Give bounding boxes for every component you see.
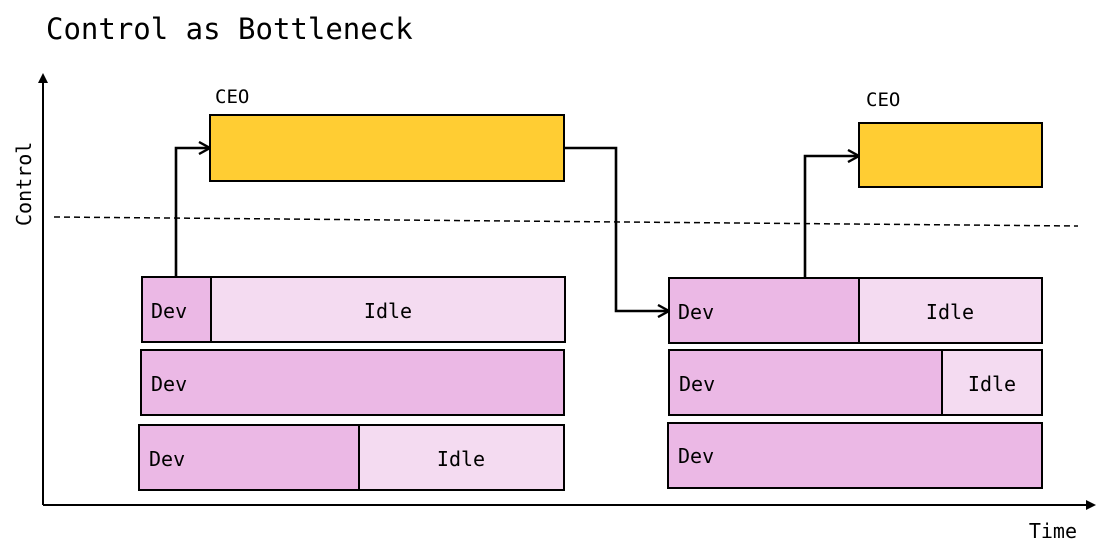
y-axis-arrow-icon <box>38 73 48 83</box>
phase-2: CEO Dev Idle Dev Idle Dev <box>667 89 1043 489</box>
dev-segment <box>140 349 565 416</box>
phase-1: CEO Dev Idle Dev Dev Idle <box>138 86 566 491</box>
arrow-dev-to-ceo-2 <box>803 156 859 277</box>
idle-segment <box>358 424 565 491</box>
diagram-title: Control as Bottleneck <box>46 12 413 46</box>
x-axis-label: Time <box>1029 519 1077 543</box>
team-row: Dev <box>140 349 565 416</box>
ceo-label: CEO <box>215 86 249 108</box>
idle-segment <box>941 349 1043 416</box>
dev-label: Dev <box>151 372 187 396</box>
dev-label: Dev <box>679 372 715 396</box>
team-row: Dev Idle <box>668 277 1043 344</box>
idle-segment <box>858 277 1043 344</box>
idle-segment <box>210 276 566 343</box>
dev-label: Dev <box>149 447 185 471</box>
team-row: Dev <box>667 422 1043 489</box>
dev-segment <box>667 422 1043 489</box>
idle-label: Idle <box>437 447 485 471</box>
x-axis-arrow-icon <box>1086 500 1096 510</box>
dev-segment <box>668 349 943 416</box>
y-axis-label: Control <box>12 142 36 226</box>
team-row: Dev Idle <box>138 424 565 491</box>
threshold-dashed-line <box>53 216 1079 227</box>
idle-label: Idle <box>926 300 974 324</box>
dev-label: Dev <box>678 444 714 468</box>
idle-label: Idle <box>364 299 412 323</box>
dev-label: Dev <box>151 299 187 323</box>
team-row: Dev Idle <box>141 276 566 343</box>
ceo-bar <box>209 114 565 182</box>
ceo-bar <box>858 122 1043 188</box>
dev-segment <box>138 424 360 491</box>
ceo-label: CEO <box>866 89 900 111</box>
arrow-dev-to-ceo-1 <box>174 148 210 277</box>
idle-label: Idle <box>968 372 1016 396</box>
arrow-ceo-to-dev-2 <box>564 146 669 311</box>
team-row: Dev Idle <box>668 349 1043 416</box>
dev-label: Dev <box>678 300 714 324</box>
